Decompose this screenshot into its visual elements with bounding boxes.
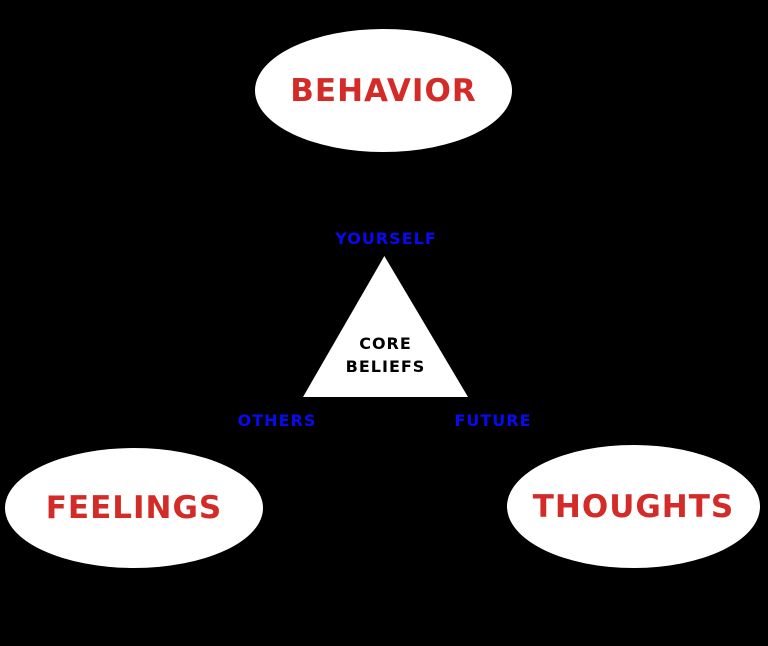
behavior-label: BEHAVIOR — [290, 72, 477, 109]
core-beliefs-triangle: CORE BELIEFS — [303, 256, 468, 397]
thoughts-label: THOUGHTS — [532, 488, 735, 525]
core-beliefs-line2: BELIEFS — [345, 357, 426, 376]
behavior-node: BEHAVIOR — [255, 29, 512, 152]
feelings-node: FEELINGS — [5, 448, 263, 568]
feelings-label: FEELINGS — [45, 490, 223, 526]
corner-label-yourself: YOURSELF — [335, 229, 437, 248]
thoughts-node: THOUGHTS — [507, 445, 760, 568]
core-beliefs-line1: CORE — [359, 334, 412, 353]
core-beliefs-label: CORE BELIEFS — [303, 332, 468, 378]
corner-label-others: OTHERS — [237, 411, 317, 430]
corner-label-future: FUTURE — [454, 411, 532, 430]
